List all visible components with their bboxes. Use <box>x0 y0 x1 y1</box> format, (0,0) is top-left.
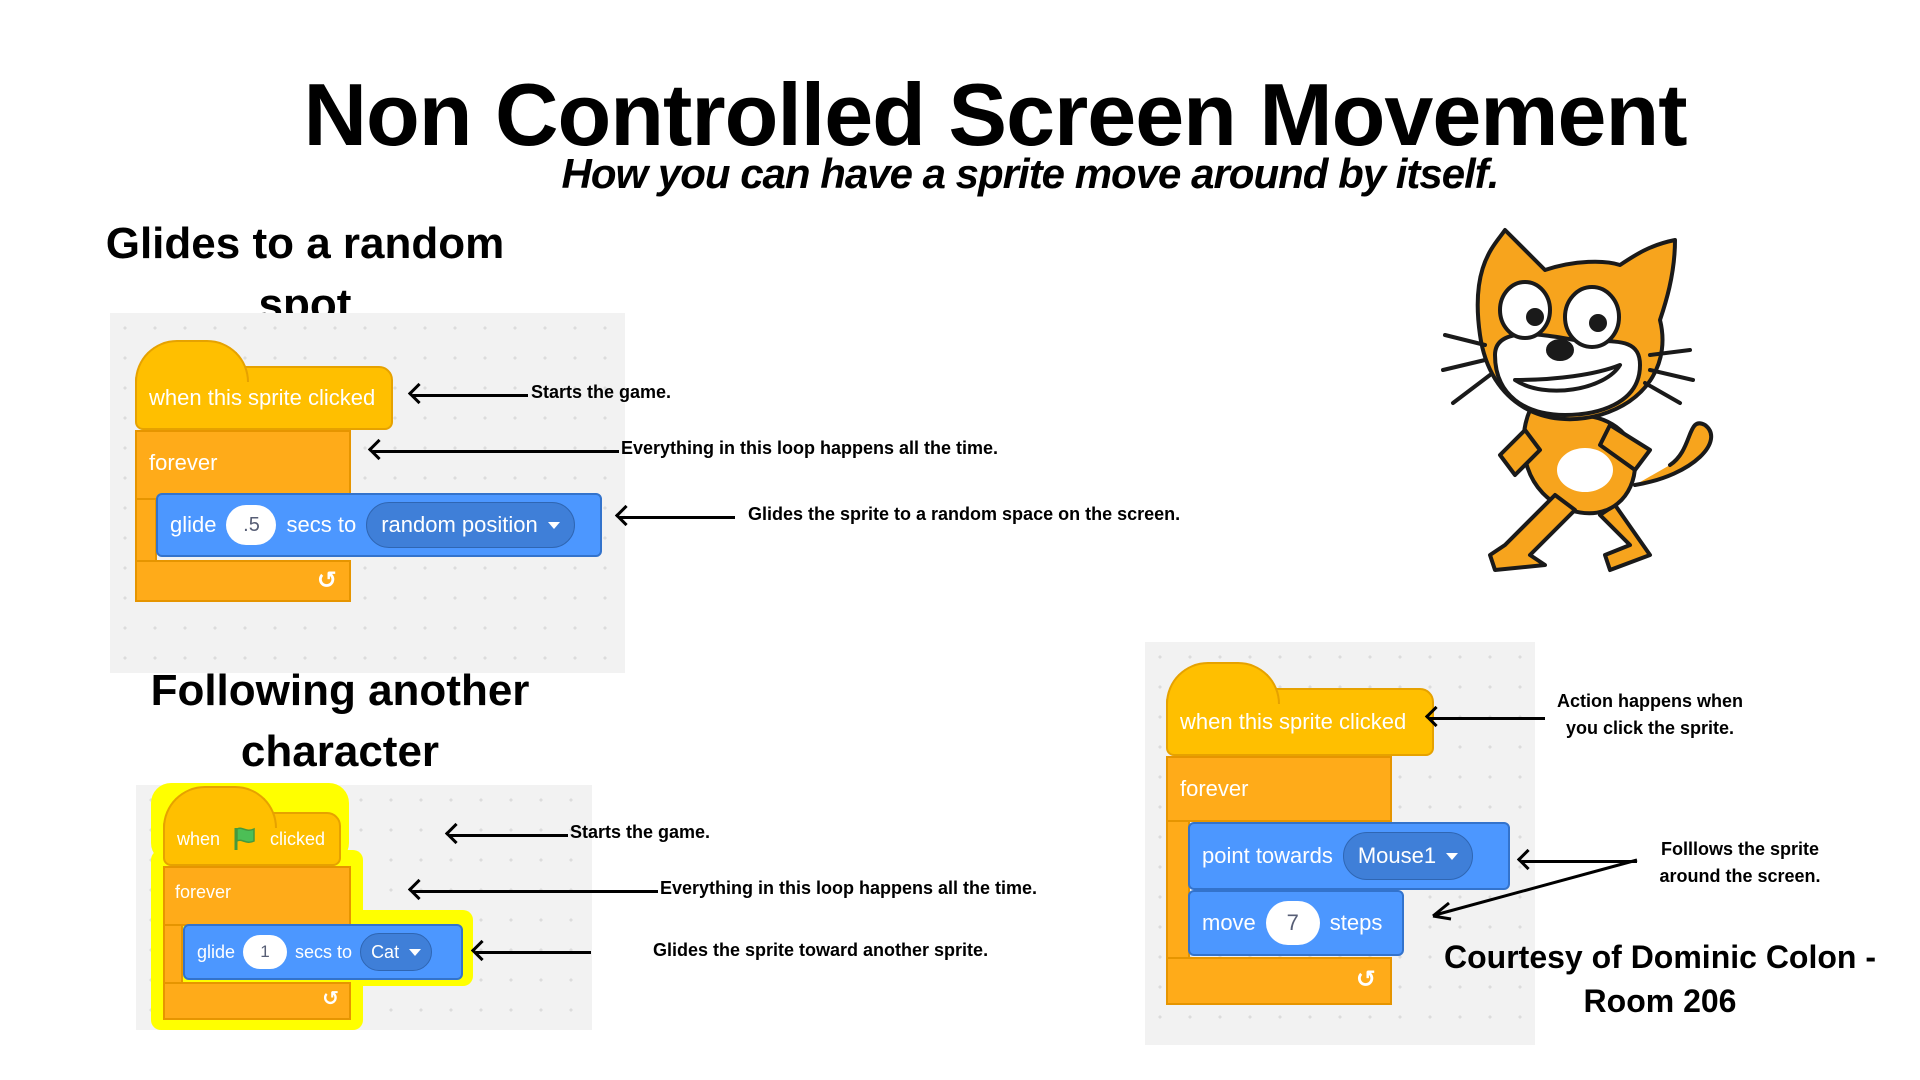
point-target-dropdown[interactable]: Mouse1 <box>1342 832 1474 880</box>
section1-heading-line1: Glides to a random <box>105 219 505 268</box>
arrow-left-icon <box>373 450 619 453</box>
arrow-left-icon <box>1522 860 1637 863</box>
note-follows-sprite: Folllows the sprite around the screen. <box>1620 836 1860 890</box>
glide-target-dropdown[interactable]: random position <box>366 502 575 548</box>
forever-arm <box>135 500 157 560</box>
arrow-left-icon <box>476 951 591 954</box>
dropdown-caret-icon <box>1446 852 1459 860</box>
forever-block[interactable]: forever <box>1166 756 1392 822</box>
note-loop: Everything in this loop happens all the … <box>621 438 999 458</box>
forever-arm <box>1166 822 1190 957</box>
note-action-line2: you click the sprite. <box>1565 718 1735 738</box>
secs-to-label: secs to <box>295 941 353 962</box>
forever-block[interactable]: forever <box>163 866 351 926</box>
section2-heading-line2: character <box>240 727 440 776</box>
page-subtitle: How you can have a sprite move around by… <box>561 150 1500 197</box>
note-action-click: Action happens when you click the sprite… <box>1530 688 1770 742</box>
point-towards-label: point towards <box>1202 843 1333 868</box>
note-loop: Everything in this loop happens all the … <box>660 878 1038 898</box>
forever-bottom: ↺ <box>135 560 351 602</box>
glide-label: glide <box>170 512 217 537</box>
glide-secs-input[interactable]: 1 <box>243 935 288 969</box>
glide-target-value: Cat <box>371 941 400 962</box>
hat-clicked-label: clicked <box>270 828 326 849</box>
green-flag-icon <box>234 827 255 850</box>
point-towards-block[interactable]: point towards Mouse1 <box>1188 822 1510 890</box>
forever-block[interactable]: forever <box>135 430 351 500</box>
glide-target-value: random position <box>381 512 538 537</box>
when-sprite-clicked-block[interactable]: when this sprite clicked <box>1166 662 1434 756</box>
note-starts-game: Starts the game. <box>570 822 711 842</box>
when-flag-clicked-block[interactable]: when clicked <box>163 786 341 866</box>
forever-label: forever <box>1180 776 1249 801</box>
hat-content: when clicked <box>177 826 325 852</box>
forever-arm <box>163 926 183 982</box>
move-steps-input[interactable]: 7 <box>1265 901 1320 945</box>
hat-when-label: when <box>177 828 221 849</box>
arrow-left-icon <box>620 516 735 519</box>
section1-heading: Glides to a random spot <box>100 213 510 335</box>
move-steps-block[interactable]: move 7 steps <box>1188 890 1404 956</box>
page-title: Non Controlled Screen Movement <box>303 65 1687 164</box>
arrow-left-icon <box>413 394 528 397</box>
section2-heading: Following another character <box>135 660 545 782</box>
steps-label: steps <box>1329 910 1383 935</box>
loop-arrow-icon: ↺ <box>1355 966 1376 993</box>
secs-to-label: secs to <box>286 512 357 537</box>
move-label: move <box>1202 910 1256 935</box>
when-sprite-clicked-block[interactable]: when this sprite clicked <box>135 340 393 430</box>
dropdown-caret-icon <box>409 948 422 956</box>
note-glide-random: Glides the sprite to a random space on t… <box>748 504 1181 524</box>
forever-label: forever <box>175 882 232 902</box>
forever-bottom: ↺ <box>163 982 351 1020</box>
arrow-left-icon <box>450 834 568 837</box>
section2-heading-line1: Following another <box>150 666 530 715</box>
note-follow-line1: Folllows the sprite <box>1660 839 1820 859</box>
point-target-value: Mouse1 <box>1357 843 1437 868</box>
hat-label: when this sprite clicked <box>1180 709 1407 734</box>
note-follow-line2: around the screen. <box>1659 866 1821 886</box>
scratch-cat-icon <box>1441 228 1713 572</box>
credit: Courtesy of Dominic Colon - Room 206 <box>1425 935 1895 1023</box>
credit-line1: Courtesy of Dominic Colon - <box>1444 939 1876 975</box>
loop-arrow-icon: ↺ <box>316 567 337 594</box>
glide-block[interactable]: glide .5 secs to random position <box>156 493 602 557</box>
hat-label: when this sprite clicked <box>149 385 376 410</box>
loop-arrow-icon: ↺ <box>322 988 339 1010</box>
arrow-left-icon <box>1430 717 1545 720</box>
arrow-left-icon <box>413 890 658 893</box>
glide-secs-input[interactable]: .5 <box>226 505 277 545</box>
note-action-line1: Action happens when <box>1556 691 1743 711</box>
note-glide-toward: Glides the sprite toward another sprite. <box>653 940 989 960</box>
glide-target-dropdown[interactable]: Cat <box>360 933 433 971</box>
arrow-diagonal-icon <box>1432 858 1638 921</box>
dropdown-caret-icon <box>547 521 560 529</box>
glide-block[interactable]: glide 1 secs to Cat <box>183 924 463 980</box>
glide-label: glide <box>197 941 236 962</box>
forever-bottom: ↺ <box>1166 957 1392 1005</box>
credit-line2: Room 206 <box>1583 983 1737 1019</box>
forever-label: forever <box>149 450 218 475</box>
note-starts-game: Starts the game. <box>531 382 672 402</box>
